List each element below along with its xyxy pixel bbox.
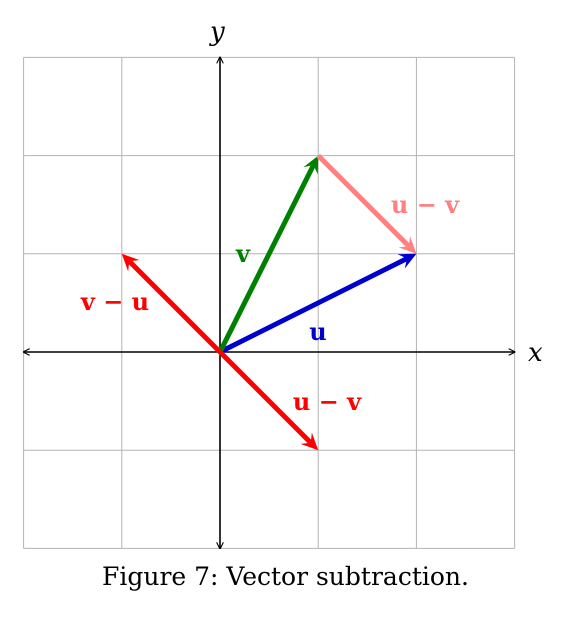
vector-u <box>218 253 417 355</box>
vector-label-v: v <box>235 239 251 268</box>
vector-arrowhead <box>300 432 319 451</box>
vectors <box>121 153 417 451</box>
vector-arrowhead <box>303 155 319 175</box>
vector-u-minus-v-translated <box>316 153 417 254</box>
vector-shaft <box>218 350 314 446</box>
vector-shaft <box>217 162 317 354</box>
vector-arrowhead <box>398 236 417 254</box>
vector-arrowhead <box>121 253 140 272</box>
vector-u-minus-v <box>218 350 319 451</box>
vector-label-u: u <box>309 317 326 346</box>
vector-shaft <box>316 153 412 249</box>
vector-v-minus-u <box>121 253 222 354</box>
vector-label-v-minus-u: v − u <box>80 287 149 316</box>
vector-v <box>217 155 319 354</box>
figure-caption: Figure 7: Vector subtraction. <box>102 562 469 591</box>
x-axis-label: x <box>528 338 543 368</box>
vector-arrowhead <box>397 253 417 269</box>
vector-shaft <box>126 258 222 354</box>
vector-label-u-minus-v-translated: u − v <box>391 190 460 219</box>
vector-label-u-minus-v: u − v <box>293 387 362 416</box>
vector-shaft <box>218 255 410 355</box>
vector-subtraction-diagram: x y u v u − v v − u u − v <box>0 17 543 560</box>
y-axis-label: y <box>209 17 225 47</box>
